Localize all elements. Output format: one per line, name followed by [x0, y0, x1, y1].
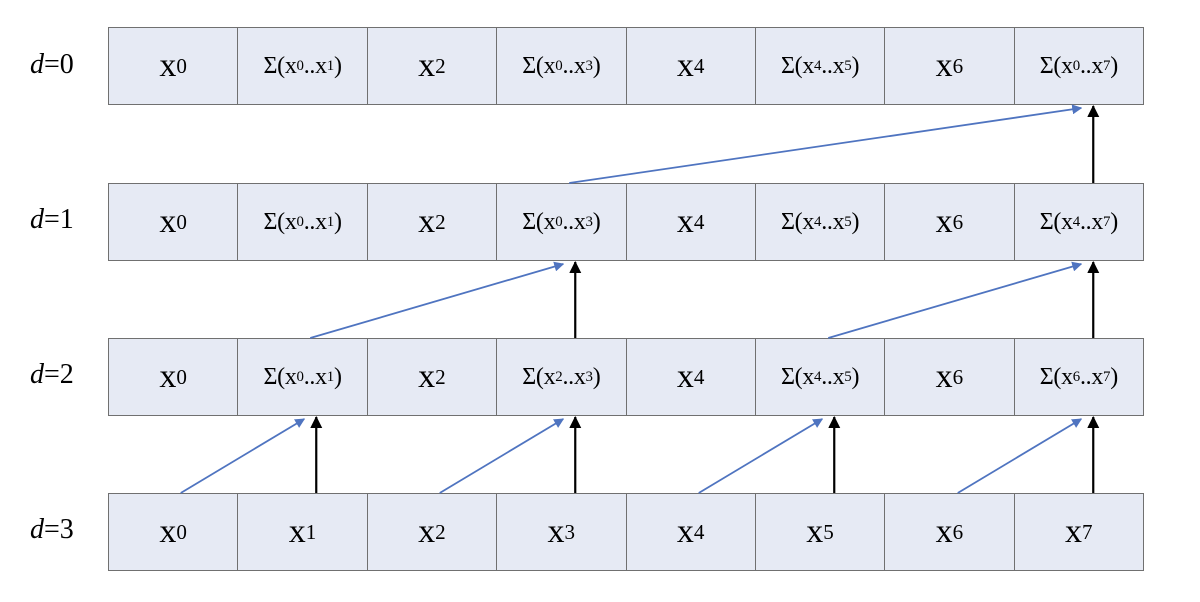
level-label-d1: d=1 [30, 204, 74, 235]
diagonal-arrow-4 [698, 418, 824, 494]
level-label-d2: d=2 [30, 359, 74, 390]
diagonal-arrow-2 [439, 418, 565, 494]
diagonal-arrow-8 [309, 261, 565, 339]
level-label-d3: d=3 [30, 514, 74, 545]
diagonal-arrow-12 [569, 104, 1083, 184]
level-label-d0: d=0 [30, 49, 74, 80]
diagonal-arrow-0 [180, 418, 306, 494]
diagonal-arrow-6 [957, 418, 1083, 494]
diagonal-arrow-10 [827, 261, 1083, 339]
